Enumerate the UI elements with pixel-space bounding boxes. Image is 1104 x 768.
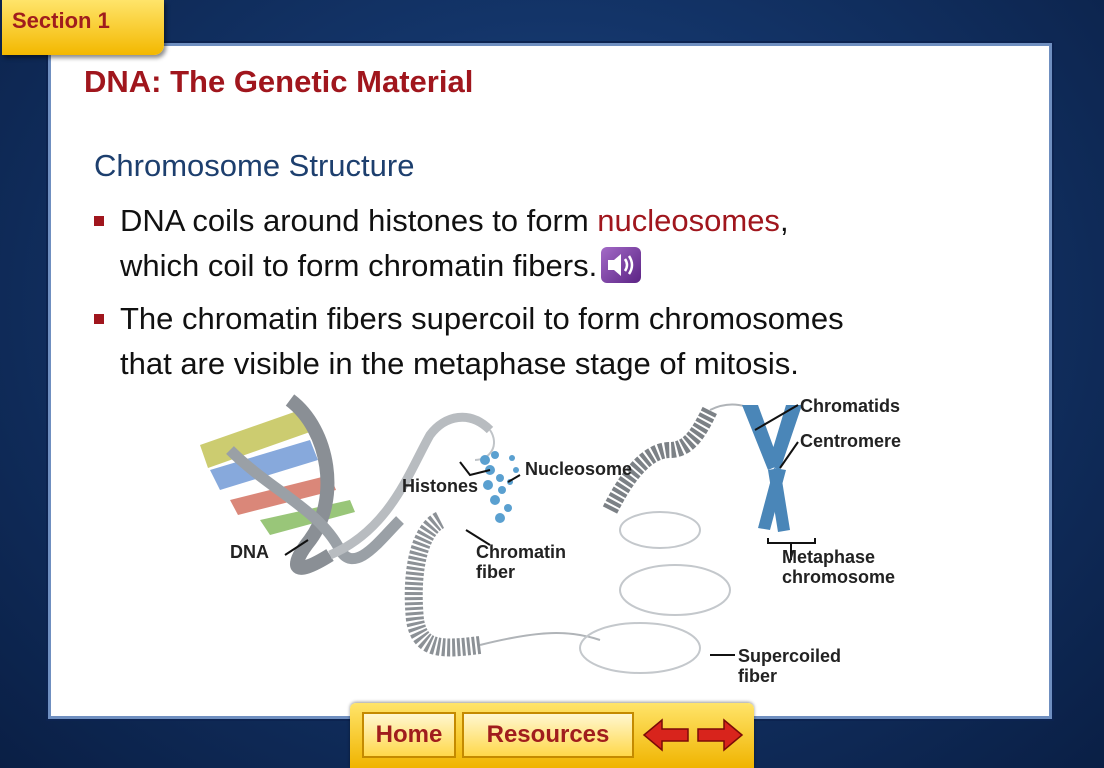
bullet-1-text: DNA coils around histones to form <box>120 203 598 238</box>
bullet-2-line-1: The chromatin fibers supercoil to form c… <box>120 301 844 336</box>
bullet-2-line-2: that are visible in the metaphase stage … <box>120 346 799 381</box>
label-chromatids: Chromatids <box>800 396 900 416</box>
slide-title: DNA: The Genetic Material <box>84 64 474 99</box>
nucleosomes-term[interactable]: nucleosomes <box>597 203 780 238</box>
bottom-nav: Home Resources <box>350 703 754 768</box>
label-centromere: Centromere <box>800 431 901 451</box>
metaphase-chromosome <box>742 405 802 532</box>
label-chromatin-2: fiber <box>476 562 515 582</box>
bullet-marker <box>94 314 104 324</box>
bullet-1-line-1: DNA coils around histones to form nucleo… <box>120 198 789 243</box>
label-dna: DNA <box>230 542 269 562</box>
dna-helix <box>200 394 494 575</box>
supercoiled-loops <box>579 511 731 674</box>
slide-panel <box>48 43 1052 719</box>
arrow-right-icon[interactable] <box>696 717 744 753</box>
section-label: Section 1 <box>12 8 110 33</box>
home-button[interactable]: Home <box>362 712 456 758</box>
arrow-left-icon[interactable] <box>642 717 690 753</box>
bullet-marker <box>94 216 104 226</box>
label-supercoiled-1: Supercoiled <box>738 646 841 666</box>
bullet-1-text-2: which coil to form chromatin fibers. <box>120 248 598 283</box>
slide-subheading: Chromosome Structure <box>94 148 415 183</box>
nucleosome-beads <box>480 451 519 523</box>
bullet-1-comma: , <box>779 203 789 238</box>
section-tab: Section 1 <box>2 0 164 55</box>
chromatin-fiber <box>404 511 601 657</box>
label-metaphase-2: chromosome <box>782 567 895 587</box>
speaker-icon[interactable] <box>601 246 642 283</box>
label-histones: Histones <box>402 476 478 496</box>
chromosome-structure-figure: DNA Histones Nucleosome Chromatin fiber … <box>190 390 930 695</box>
label-metaphase-1: Metaphase <box>782 547 875 567</box>
label-chromatin-1: Chromatin <box>476 542 566 562</box>
chromosome-diagram: DNA Histones Nucleosome Chromatin fiber … <box>200 394 901 686</box>
resources-button[interactable]: Resources <box>462 712 634 758</box>
label-nucleosome: Nucleosome <box>525 459 632 479</box>
bullet-1-line-2: which coil to form chromatin fibers. <box>120 243 642 288</box>
label-supercoiled-2: fiber <box>738 666 777 686</box>
